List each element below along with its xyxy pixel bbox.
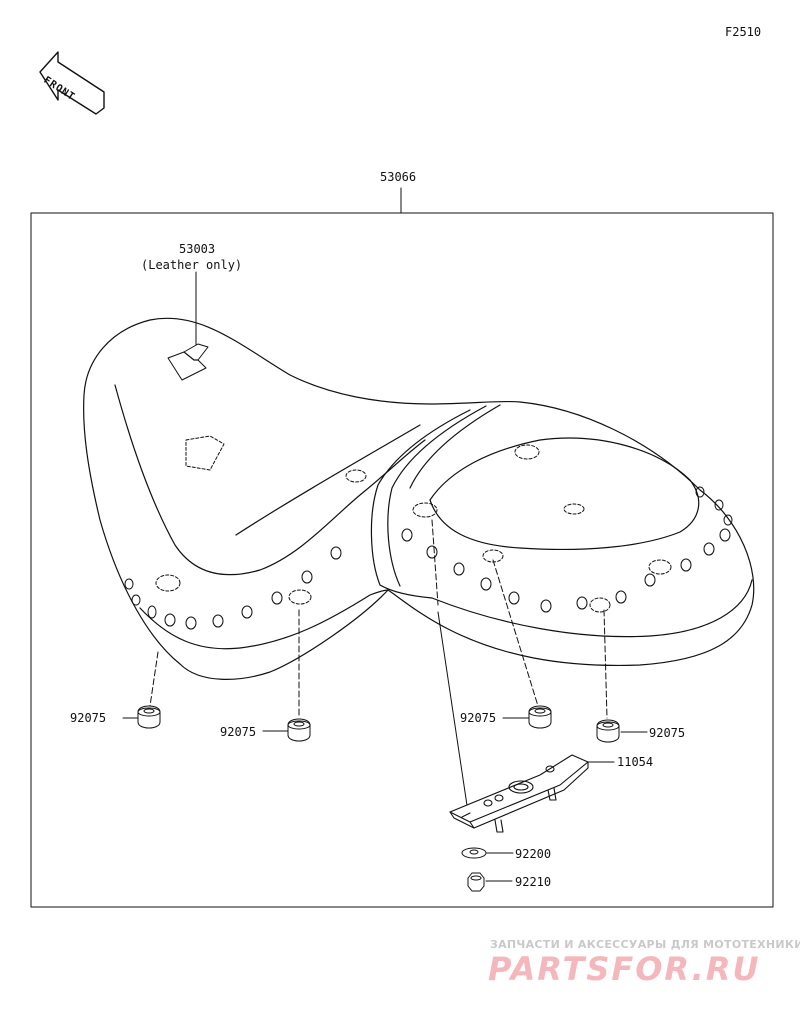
callout-nut: 92210	[515, 875, 552, 889]
seat-studs	[124, 486, 733, 630]
damper-left-rear-icon	[287, 718, 311, 742]
assembly-part-number: 53066	[380, 170, 417, 184]
callout-damper-left-rear: 92075	[220, 725, 257, 739]
damper-right-front-icon	[528, 705, 552, 729]
callout-damper-right-front: 92075	[460, 711, 497, 725]
callout-washer: 92200	[515, 847, 552, 861]
washer-icon	[461, 847, 487, 859]
callout-bracket: 11054	[617, 755, 654, 769]
seat-icon	[83, 317, 755, 680]
badge-part-number: 53003	[179, 242, 216, 256]
watermark-tagline: ЗАПЧАСТИ И АКСЕССУАРЫ ДЛЯ МОТОТЕХНИКИ	[490, 938, 800, 951]
watermark-logo: PARTSFOR.RU	[488, 950, 761, 988]
badge-part-note: (Leather only)	[141, 258, 243, 272]
front-arrow-icon	[39, 51, 105, 115]
damper-right-rear-icon	[596, 719, 620, 743]
nut-icon	[467, 872, 485, 892]
bracket-icon	[449, 754, 589, 833]
callout-damper-left-front: 92075	[70, 711, 107, 725]
hidden-mounts	[155, 435, 672, 613]
assembly-frame	[30, 212, 774, 908]
callout-damper-right-rear: 92075	[649, 726, 686, 740]
figure-code: F2510	[725, 25, 762, 39]
damper-left-front-icon	[137, 705, 161, 729]
